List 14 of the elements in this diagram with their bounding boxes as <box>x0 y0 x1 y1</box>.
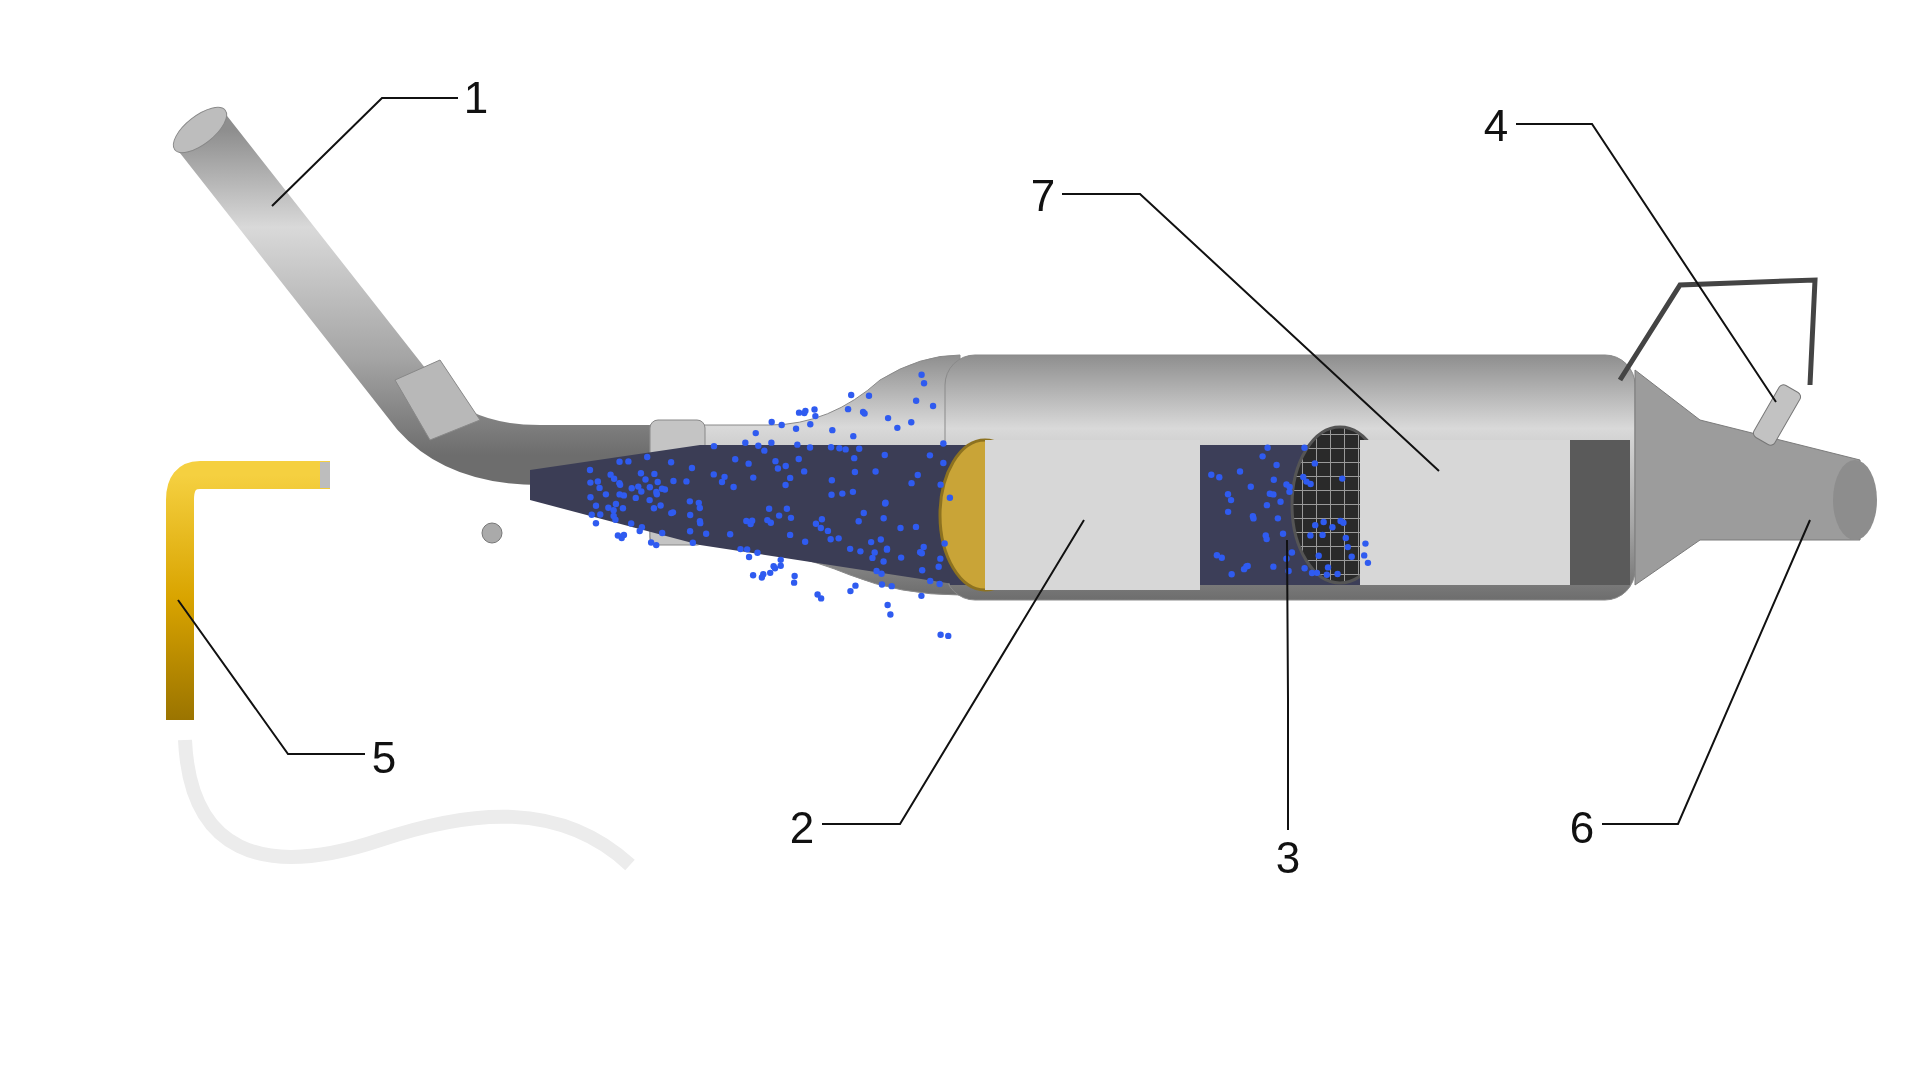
callout-number: 5 <box>371 736 397 780</box>
leader-line <box>271 97 459 207</box>
callout-number: 6 <box>1569 806 1595 850</box>
leader-line <box>821 519 1085 825</box>
leader-line <box>1061 193 1440 472</box>
callout-number: 1 <box>463 76 489 120</box>
leader-line <box>1515 123 1777 403</box>
leader-line <box>1286 539 1289 831</box>
leader-line <box>177 599 366 755</box>
callout-number: 2 <box>789 806 815 850</box>
callout-number: 7 <box>1030 174 1056 218</box>
leader-line <box>1601 519 1811 825</box>
callout-number: 3 <box>1275 836 1301 880</box>
callout-number: 4 <box>1483 104 1509 148</box>
